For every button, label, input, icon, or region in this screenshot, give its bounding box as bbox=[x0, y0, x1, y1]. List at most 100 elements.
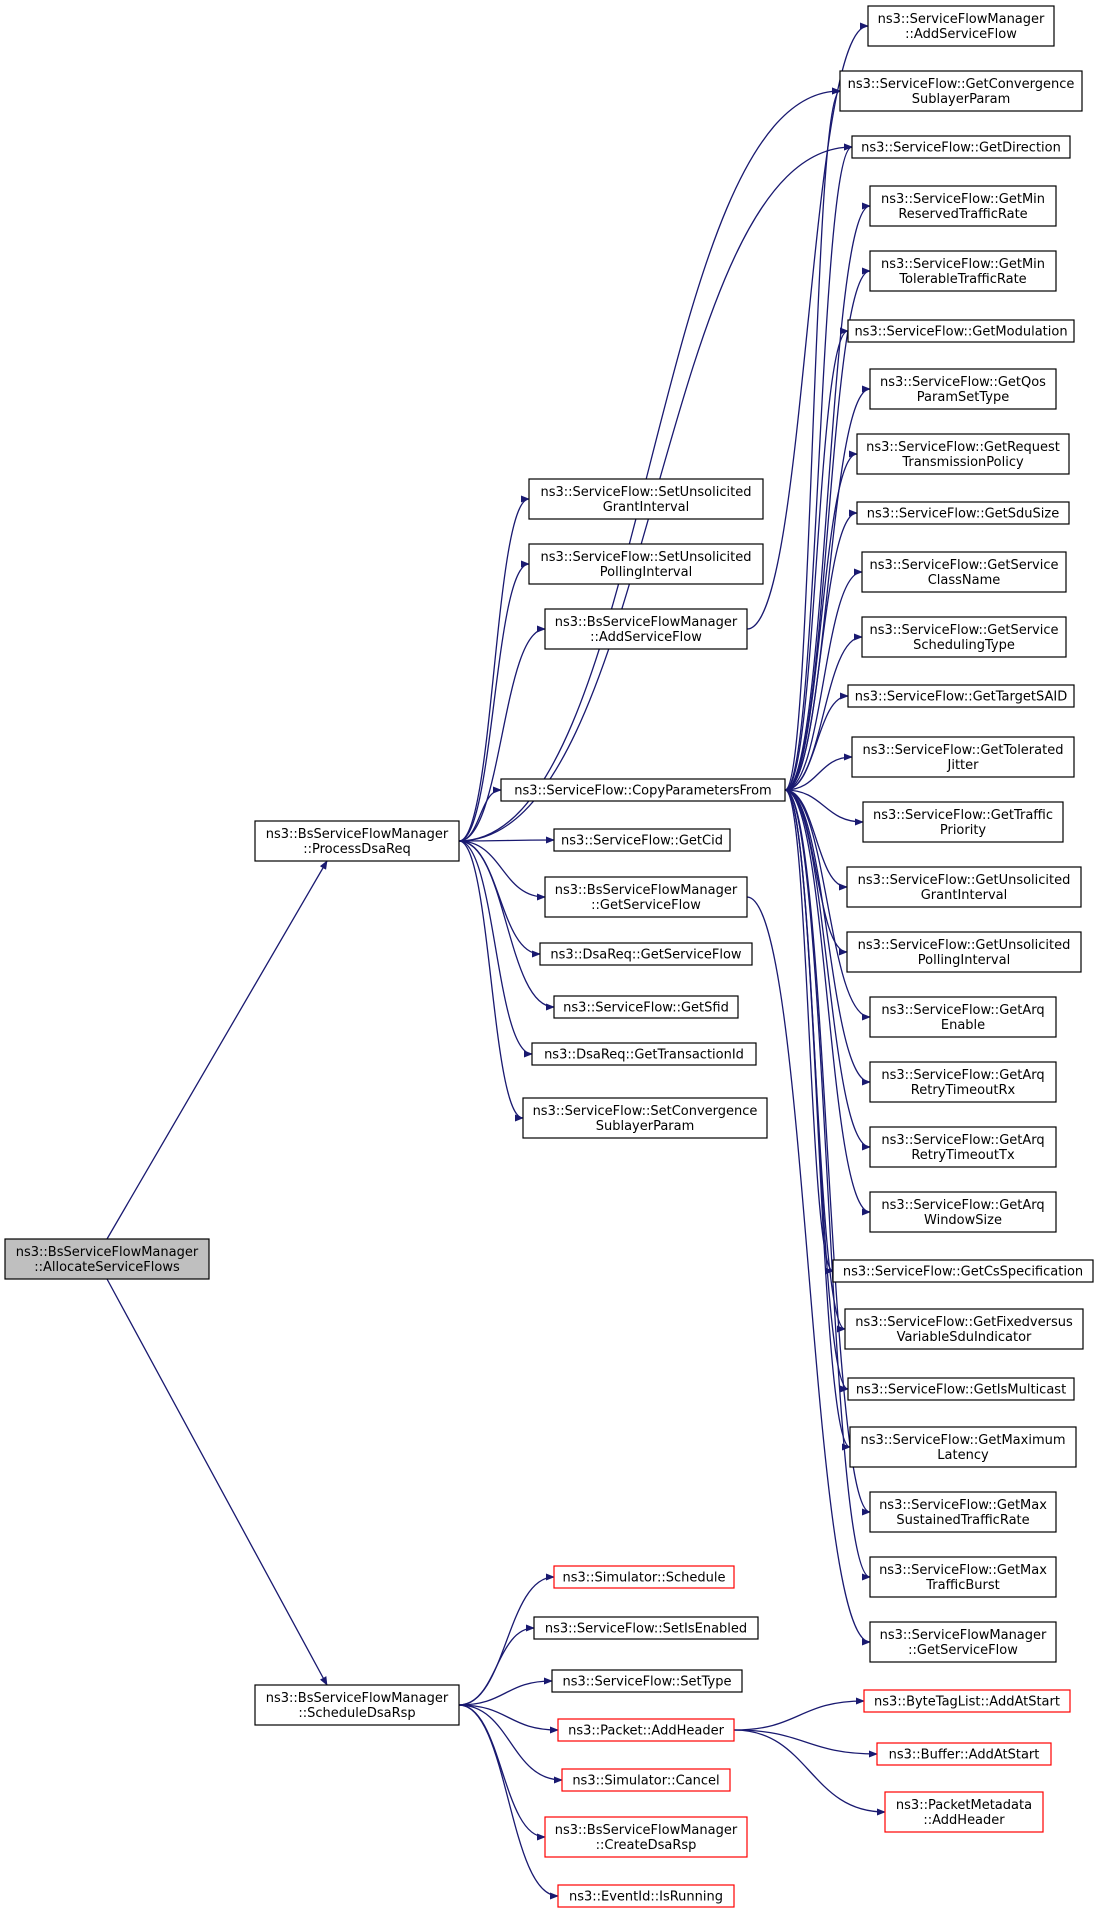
function-node-getsdu[interactable]: ns3::ServiceFlow::GetSduSize bbox=[856, 501, 1070, 525]
node-box bbox=[856, 501, 1070, 525]
node-box bbox=[869, 1621, 1057, 1663]
function-node-bsm-add[interactable]: ns3::BsServiceFlowManager::AddServiceFlo… bbox=[544, 608, 748, 650]
function-node-sf-setugi[interactable]: ns3::ServiceFlow::SetUnsolicitedGrantInt… bbox=[528, 478, 764, 520]
call-edge-addheader-to-pmaddhdr bbox=[733, 1729, 886, 1816]
function-node-getupi[interactable]: ns3::ServiceFlow::GetUnsolicitedPollingI… bbox=[846, 931, 1082, 973]
function-node-dsareq-getsf[interactable]: ns3::DsaReq::GetServiceFlow bbox=[539, 942, 753, 966]
node-box bbox=[553, 1565, 735, 1589]
node-label-line: Latency bbox=[937, 1448, 989, 1463]
function-node-getdir[interactable]: ns3::ServiceFlow::GetDirection bbox=[851, 135, 1071, 159]
function-node-getismc[interactable]: ns3::ServiceFlow::GetIsMulticast bbox=[847, 1377, 1075, 1401]
function-node-bsm-get[interactable]: ns3::BsServiceFlowManager::GetServiceFlo… bbox=[544, 876, 748, 918]
node-label-line: ns3::ServiceFlow::GetMax bbox=[879, 1563, 1047, 1578]
call-edge-line bbox=[784, 267, 871, 791]
function-node-getmaxsus[interactable]: ns3::ServiceFlow::GetMaxSustainedTraffic… bbox=[869, 1491, 1057, 1533]
node-label-line: ns3::ServiceFlow::GetService bbox=[869, 558, 1058, 573]
call-edge-line bbox=[458, 1704, 559, 1900]
function-node-sfm-get[interactable]: ns3::ServiceFlowManager::GetServiceFlow bbox=[869, 1621, 1057, 1663]
function-node-getcid[interactable]: ns3::ServiceFlow::GetCid bbox=[553, 828, 731, 852]
function-node-getsaid[interactable]: ns3::ServiceFlow::GetTargetSAID bbox=[847, 684, 1075, 708]
call-edge-scheduledsarsp-to-addheader bbox=[458, 1704, 559, 1734]
call-edge-processdsareq-to-sf_setupi bbox=[458, 560, 530, 842]
node-label-line: ns3::ServiceFlow::GetArq bbox=[881, 1133, 1044, 1148]
function-node-getsfid[interactable]: ns3::ServiceFlow::GetSfid bbox=[553, 995, 739, 1019]
node-box bbox=[500, 778, 786, 802]
node-label-line: ns3::DsaReq::GetServiceFlow bbox=[550, 948, 742, 963]
function-node-dsareq-gettid[interactable]: ns3::DsaReq::GetTransactionId bbox=[531, 1042, 757, 1066]
function-node-processdsareq[interactable]: ns3::BsServiceFlowManager::ProcessDsaReq bbox=[254, 820, 460, 862]
edges-layer bbox=[106, 22, 886, 1900]
function-node-getconv[interactable]: ns3::ServiceFlow::GetConvergenceSublayer… bbox=[839, 70, 1083, 112]
function-node-getminres[interactable]: ns3::ServiceFlow::GetMinReservedTrafficR… bbox=[869, 185, 1057, 227]
node-box bbox=[847, 1377, 1075, 1401]
node-box bbox=[867, 5, 1055, 47]
call-edge-line bbox=[784, 789, 851, 1451]
node-box bbox=[847, 319, 1075, 343]
function-node-settype[interactable]: ns3::ServiceFlow::SetType bbox=[551, 1669, 743, 1693]
node-label-line: ReservedTrafficRate bbox=[898, 207, 1027, 222]
node-box bbox=[832, 1259, 1094, 1283]
call-edge-processdsareq-to-copyparams bbox=[458, 786, 502, 842]
call-edge-line bbox=[106, 1278, 328, 1686]
node-box bbox=[254, 820, 460, 862]
function-node-sim-sched[interactable]: ns3::Simulator::Schedule bbox=[553, 1565, 735, 1589]
function-node-copyparams[interactable]: ns3::ServiceFlow::CopyParametersFrom bbox=[500, 778, 786, 802]
node-box bbox=[553, 828, 731, 852]
call-edge-line bbox=[784, 568, 863, 791]
function-node-allocate[interactable]: ns3::BsServiceFlowManager::AllocateServi… bbox=[4, 1238, 210, 1280]
node-label-line: ns3::ServiceFlow::GetUnsolicited bbox=[858, 873, 1071, 888]
function-node-isrunning[interactable]: ns3::EventId::IsRunning bbox=[557, 1884, 735, 1908]
function-node-setconv[interactable]: ns3::ServiceFlow::SetConvergenceSublayer… bbox=[522, 1097, 768, 1139]
node-label-line: ns3::ServiceFlowManager bbox=[880, 1628, 1047, 1643]
node-box bbox=[863, 1689, 1071, 1713]
function-node-bufferadd[interactable]: ns3::Buffer::AddAtStart bbox=[876, 1742, 1052, 1766]
function-node-getcsspec[interactable]: ns3::ServiceFlow::GetCsSpecification bbox=[832, 1259, 1094, 1283]
node-label-line: ns3::DsaReq::GetTransactionId bbox=[544, 1048, 744, 1063]
call-edge-addheader-to-bufferadd bbox=[733, 1729, 878, 1758]
function-node-setisen[interactable]: ns3::ServiceFlow::SetIsEnabled bbox=[533, 1616, 759, 1640]
call-edge-copyparams-to-gettrpri bbox=[784, 789, 864, 826]
call-edge-line bbox=[458, 625, 546, 842]
function-node-scheduledsarsp[interactable]: ns3::BsServiceFlowManager::ScheduleDsaRs… bbox=[254, 1684, 460, 1726]
call-edge-scheduledsarsp-to-isrunning bbox=[458, 1704, 559, 1900]
node-box bbox=[869, 1191, 1057, 1233]
node-label-line: TrafficBurst bbox=[925, 1578, 999, 1593]
function-node-getfixed[interactable]: ns3::ServiceFlow::GetFixedversusVariable… bbox=[844, 1308, 1084, 1350]
function-node-getsvcsch[interactable]: ns3::ServiceFlow::GetServiceSchedulingTy… bbox=[861, 616, 1067, 658]
node-label-line: VariableSduIndicator bbox=[897, 1330, 1032, 1345]
function-node-getmod[interactable]: ns3::ServiceFlow::GetModulation bbox=[847, 319, 1075, 343]
function-node-addheader[interactable]: ns3::Packet::AddHeader bbox=[557, 1718, 735, 1742]
function-node-sfm-add[interactable]: ns3::ServiceFlowManager::AddServiceFlow bbox=[867, 5, 1055, 47]
function-node-sf-setupi[interactable]: ns3::ServiceFlow::SetUnsolicitedPollingI… bbox=[528, 543, 764, 585]
node-label-line: ns3::ServiceFlow::SetUnsolicited bbox=[541, 550, 752, 565]
node-label-line: SustainedTrafficRate bbox=[896, 1513, 1029, 1528]
function-node-pmaddhdr[interactable]: ns3::PacketMetadata::AddHeader bbox=[884, 1791, 1044, 1833]
node-label-line: ns3::BsServiceFlowManager bbox=[555, 1823, 738, 1838]
node-label-line: ::AddServiceFlow bbox=[905, 27, 1017, 42]
call-edge-line bbox=[733, 1697, 865, 1731]
function-node-sim-cancel[interactable]: ns3::Simulator::Cancel bbox=[561, 1768, 731, 1792]
node-box bbox=[856, 433, 1070, 475]
node-label-line: ::GetServiceFlow bbox=[908, 1643, 1018, 1658]
node-box bbox=[869, 1556, 1057, 1598]
call-edge-copyparams-to-getarqen bbox=[784, 789, 871, 1021]
node-label-line: ns3::ServiceFlow::GetMaximum bbox=[860, 1433, 1065, 1448]
function-node-getreq[interactable]: ns3::ServiceFlow::GetRequestTransmission… bbox=[856, 433, 1070, 475]
node-label-line: ns3::ServiceFlow::GetSduSize bbox=[867, 507, 1059, 522]
function-node-bytetag[interactable]: ns3::ByteTagList::AddAtStart bbox=[863, 1689, 1071, 1713]
function-node-getugi[interactable]: ns3::ServiceFlow::GetUnsolicitedGrantInt… bbox=[846, 866, 1082, 908]
function-node-createdsarsp[interactable]: ns3::BsServiceFlowManager::CreateDsaRsp bbox=[544, 1816, 748, 1858]
call-edge-copyparams-to-getcsspec bbox=[784, 789, 834, 1275]
node-label-line: ns3::Packet::AddHeader bbox=[568, 1724, 724, 1739]
function-node-getmintol[interactable]: ns3::ServiceFlow::GetMinTolerableTraffic… bbox=[869, 250, 1057, 292]
